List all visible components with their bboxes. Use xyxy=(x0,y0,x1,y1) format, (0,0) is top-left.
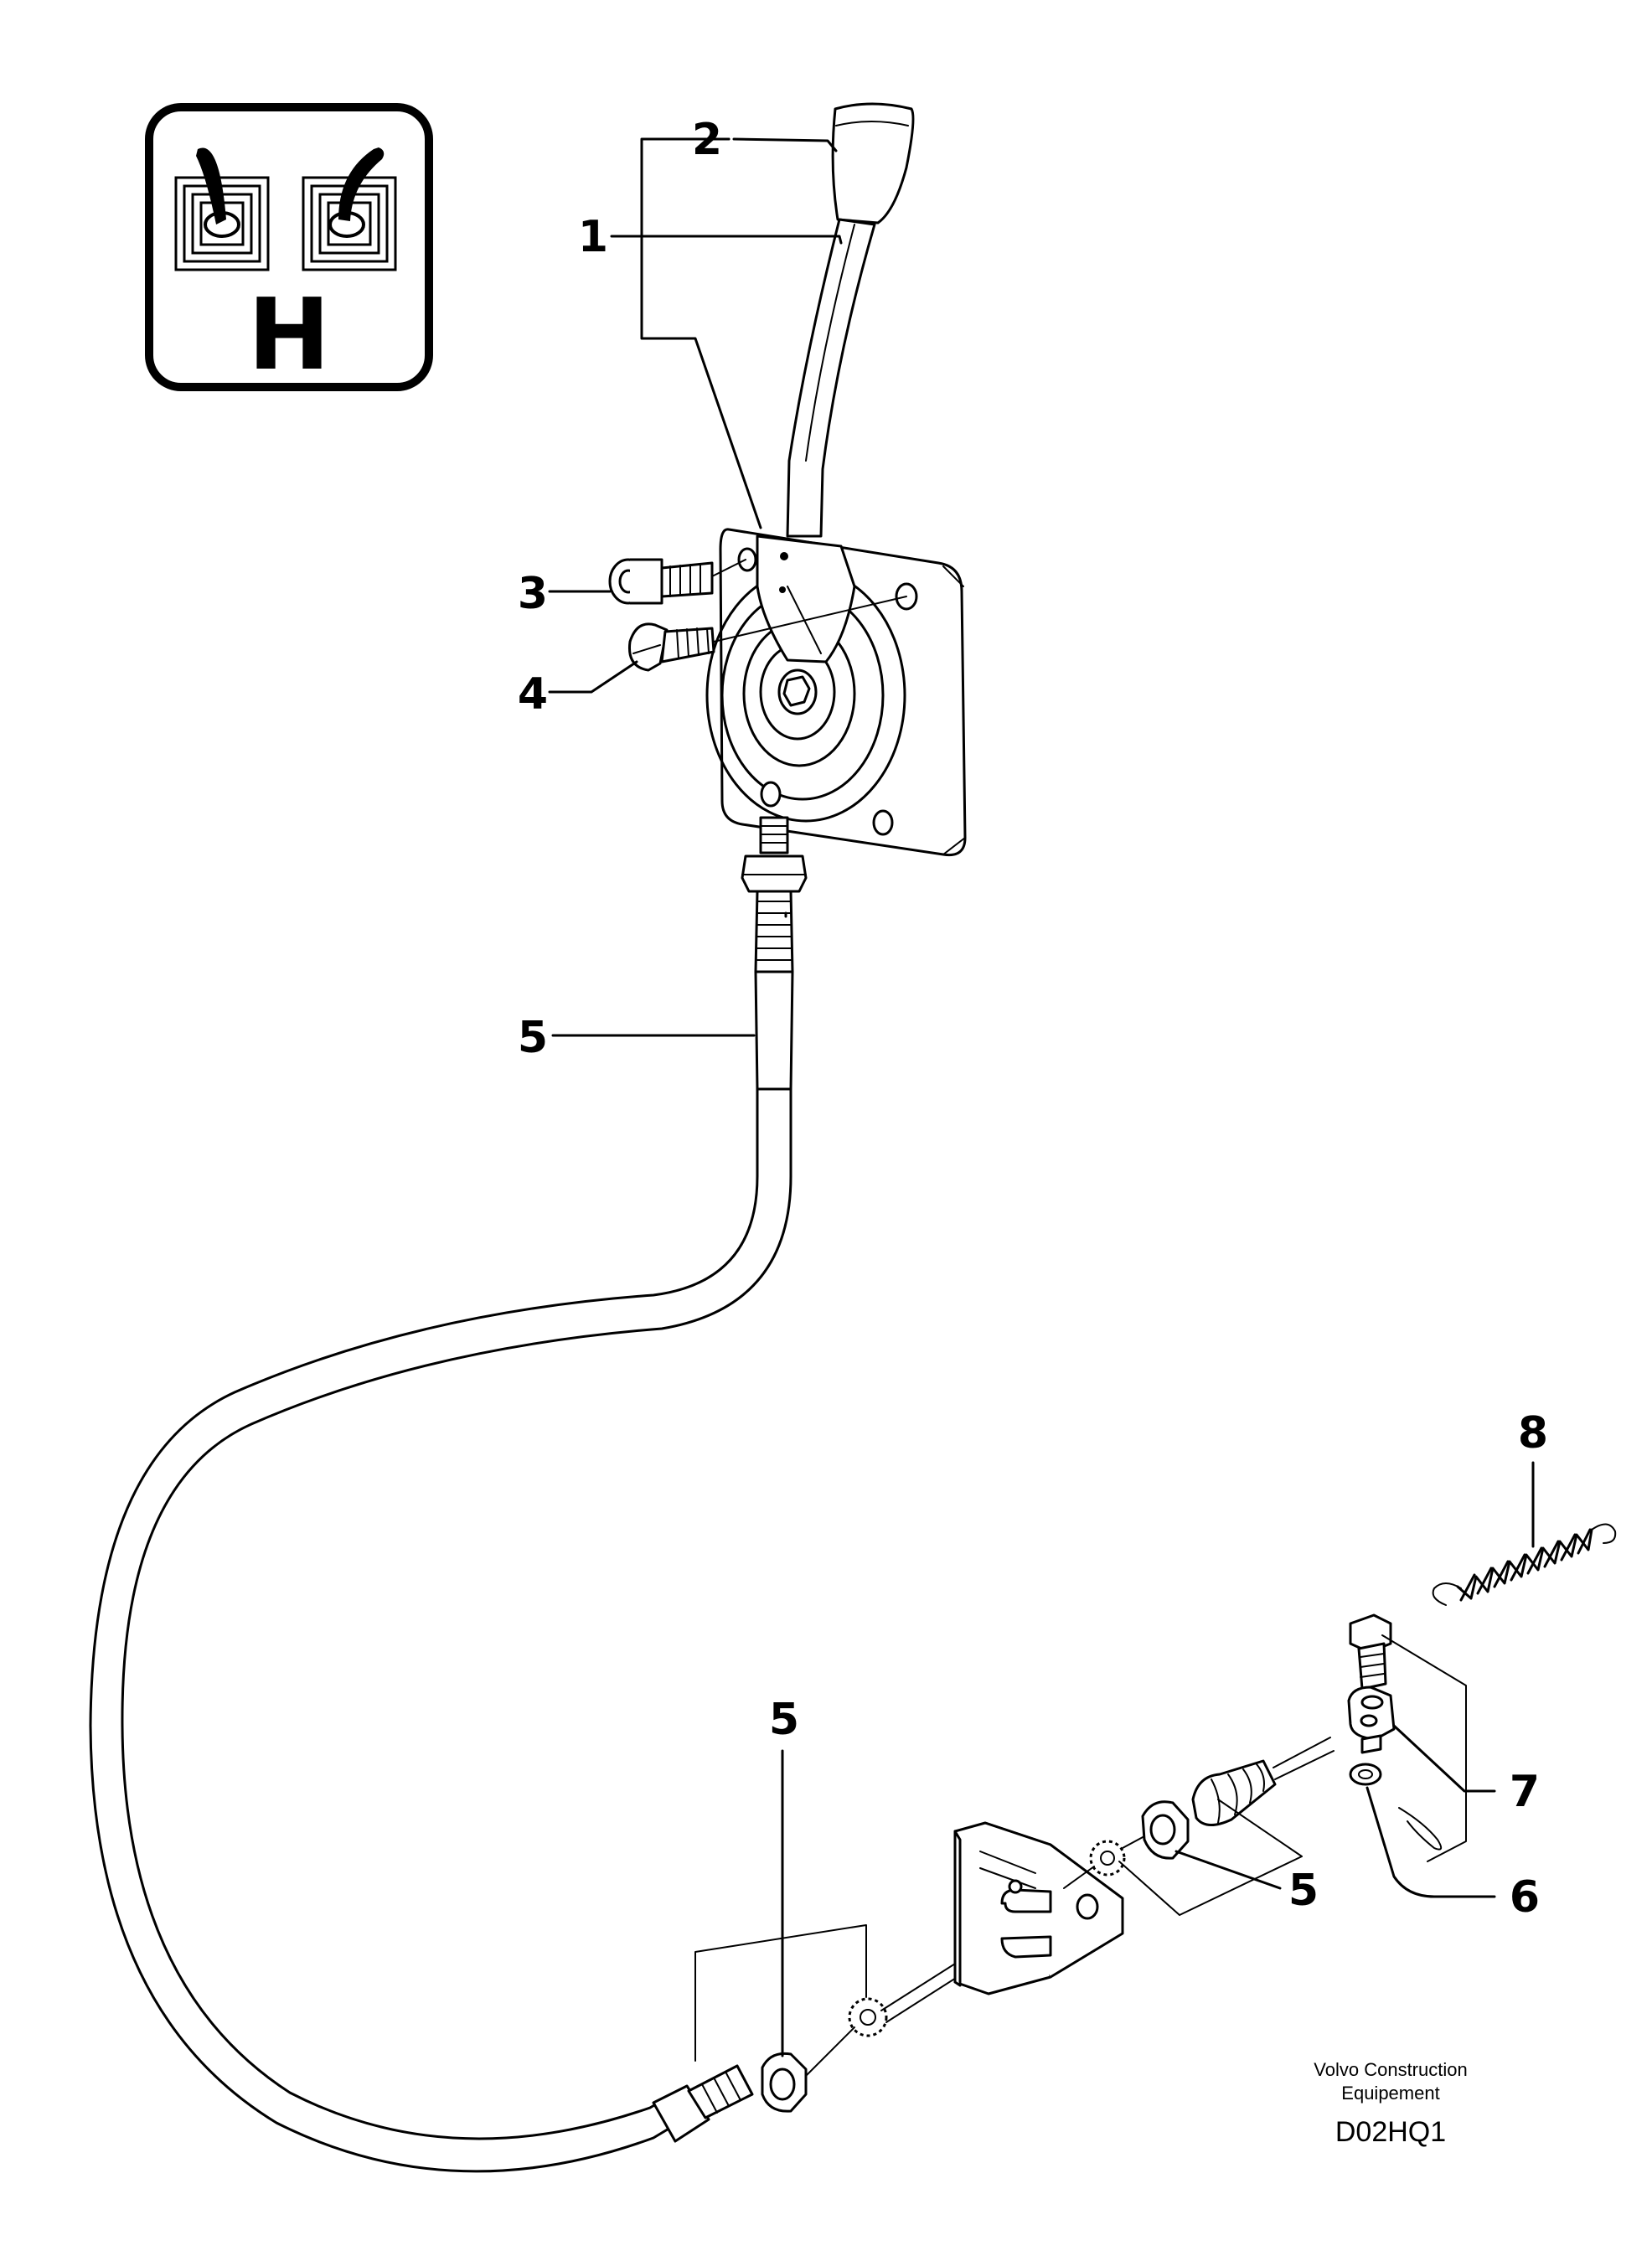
callout-7: 7 xyxy=(1510,1767,1540,1817)
drawing-code: D02HQ1 xyxy=(1335,2116,1446,2148)
clamp-assembly xyxy=(1347,1613,1467,1862)
callout-4: 4 xyxy=(518,669,548,720)
callout-5-right: 5 xyxy=(1288,1866,1319,1916)
callout-3: 3 xyxy=(518,569,548,619)
control-cable xyxy=(89,816,808,2173)
twin-joystick-icon: H xyxy=(145,103,433,392)
callout-5-bottom: 5 xyxy=(769,1695,799,1745)
callout-5-cable: 5 xyxy=(518,1013,548,1063)
control-lever xyxy=(786,102,915,538)
credit-line-1: Volvo Construction xyxy=(1314,2059,1467,2080)
mounting-bracket xyxy=(953,1821,1124,1995)
callout-1: 1 xyxy=(578,212,608,262)
socket-head-screw xyxy=(608,558,714,605)
tension-spring xyxy=(1432,1523,1617,1606)
credit-line-2: Equipement xyxy=(1341,2083,1439,2104)
callout-2: 2 xyxy=(692,115,722,165)
right-fittings xyxy=(1063,1737,1335,1889)
countersunk-screw xyxy=(627,622,715,672)
control-housing xyxy=(705,528,967,857)
leader-lines xyxy=(548,137,1535,2062)
callout-8: 8 xyxy=(1518,1408,1548,1458)
symbol-letter: H xyxy=(248,276,331,392)
callout-6: 6 xyxy=(1510,1872,1540,1923)
